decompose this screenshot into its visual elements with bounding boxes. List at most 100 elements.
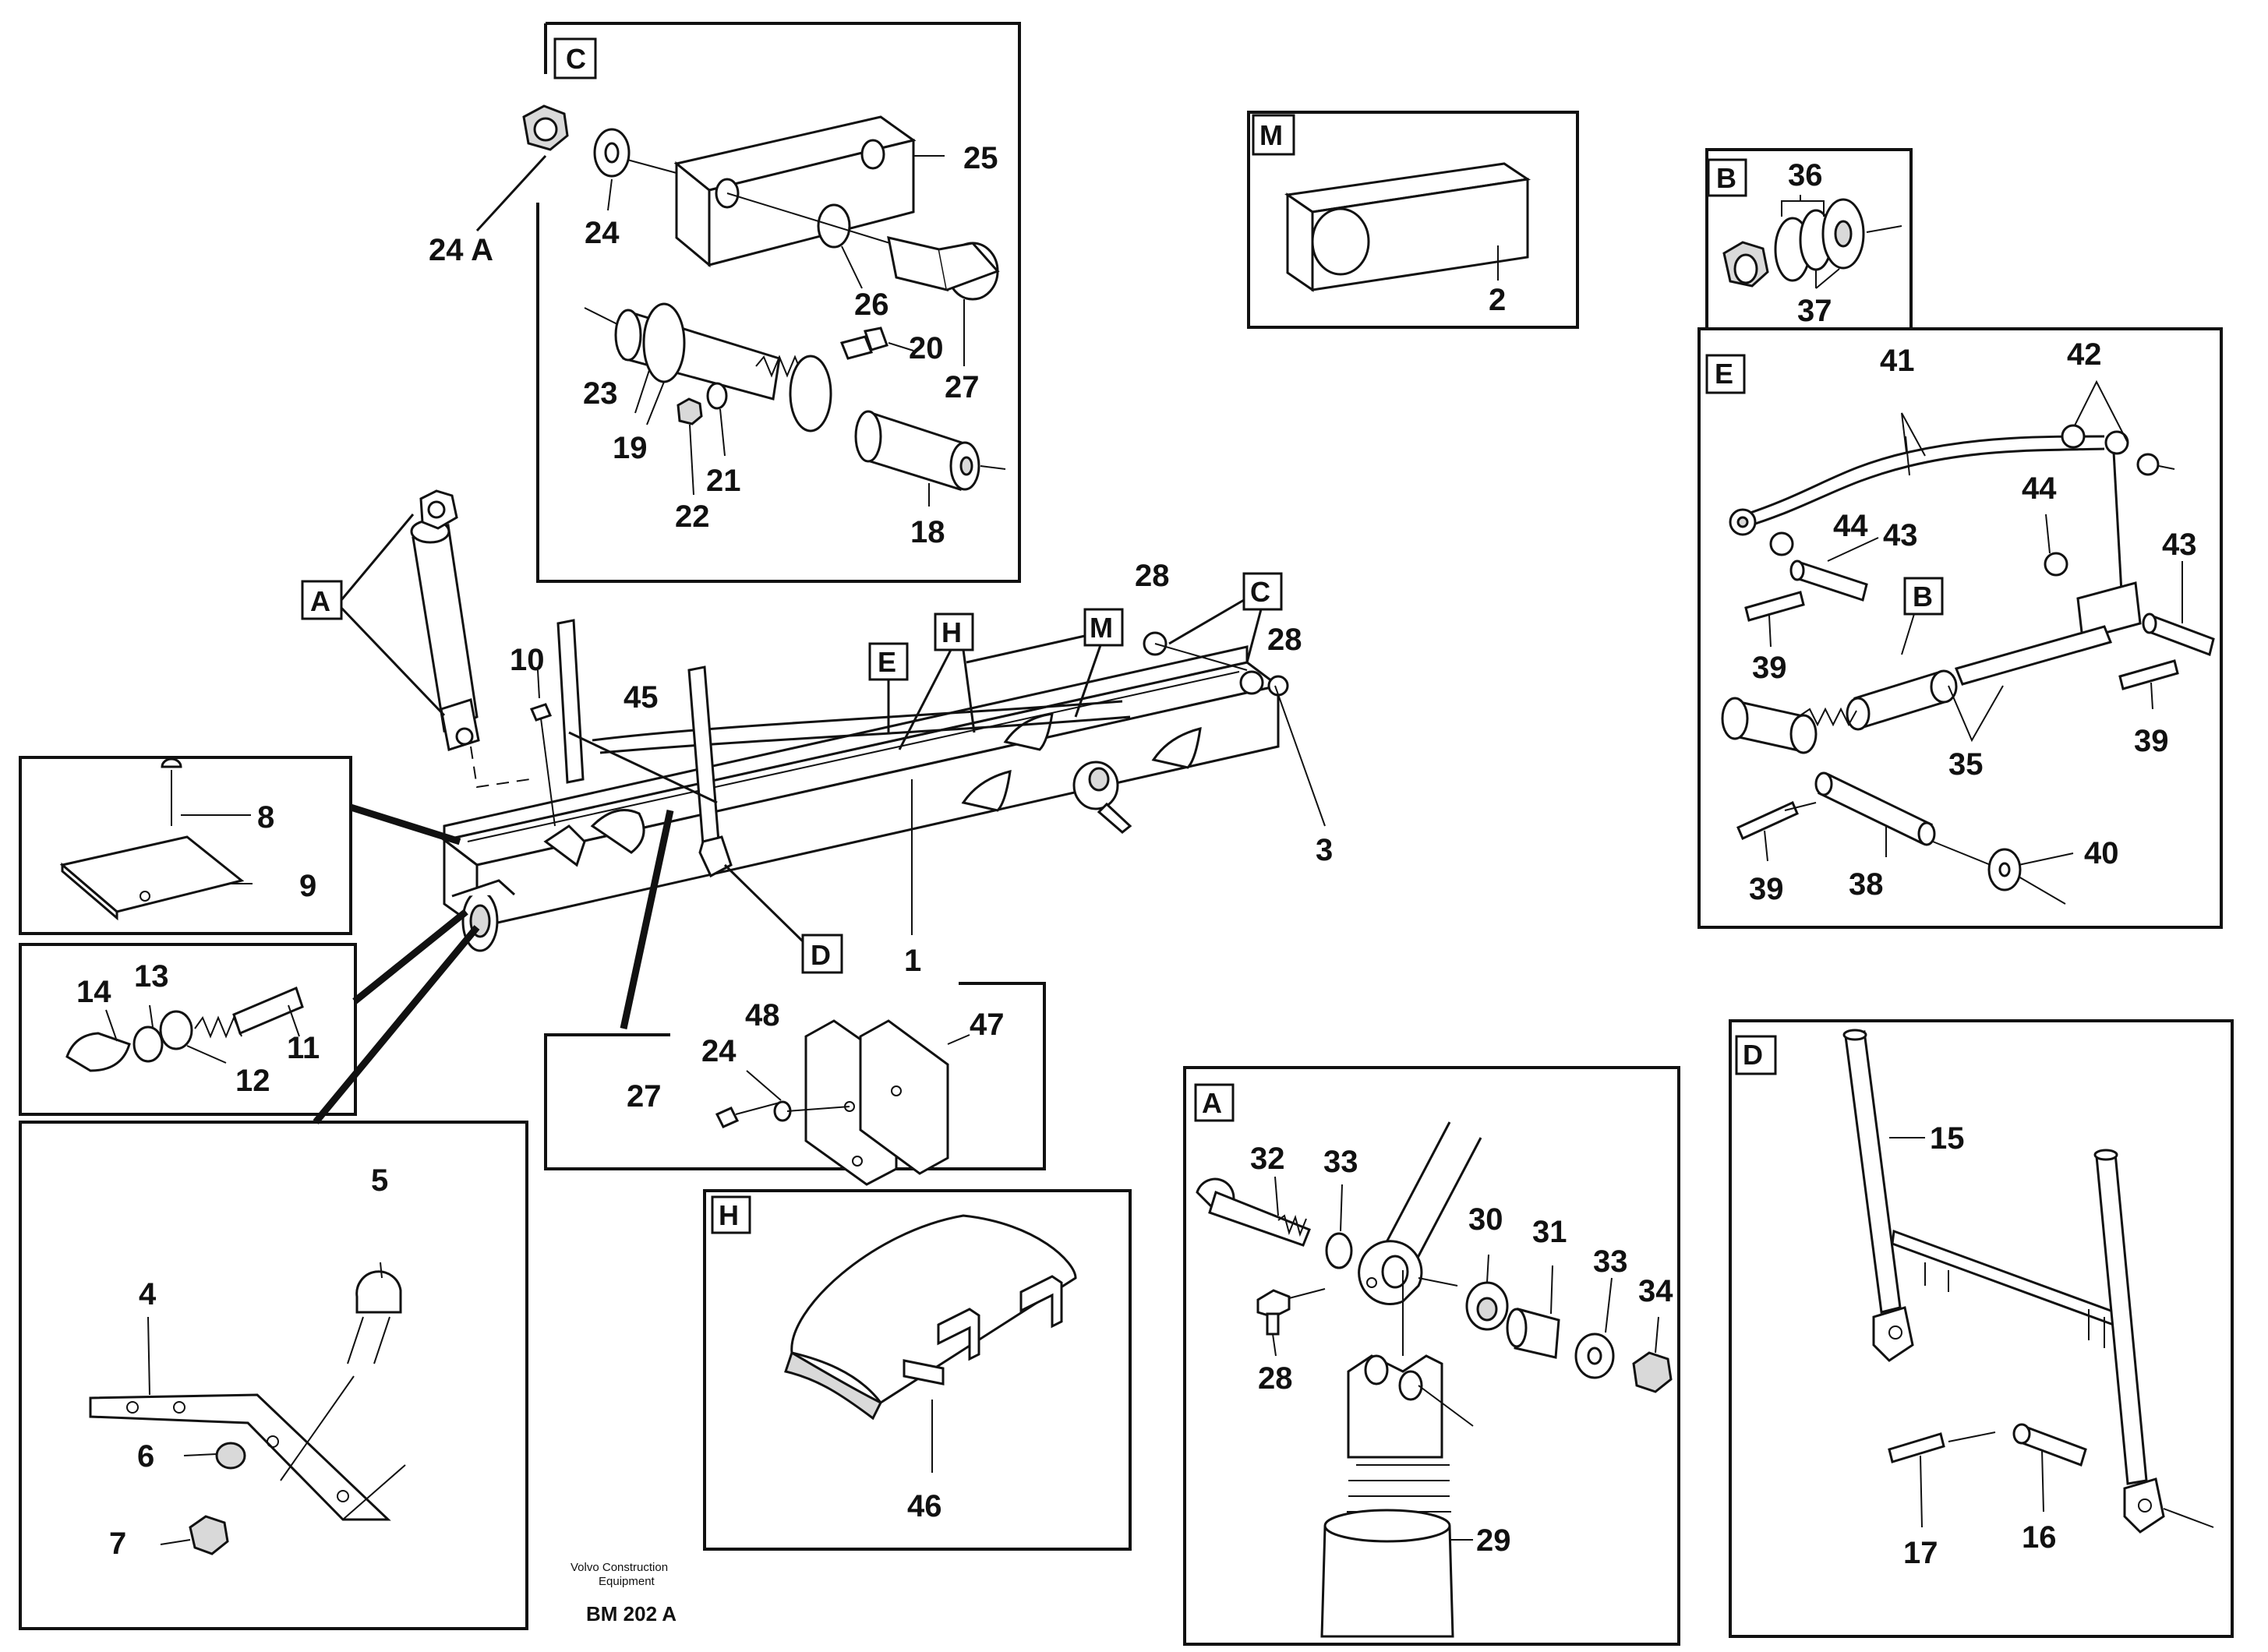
label-41: 41: [1880, 344, 1915, 378]
label-28b: 28: [1267, 623, 1302, 657]
label-19: 19: [613, 431, 648, 465]
label-27: 27: [945, 370, 980, 404]
label-44: 44: [1833, 509, 1868, 543]
part-bolt-10: [529, 703, 553, 722]
label-47: 47: [970, 1008, 1005, 1042]
leader-panel-4-7: [313, 925, 480, 1124]
label-10: 10: [510, 643, 545, 677]
label-24a: 24 A: [429, 233, 493, 267]
label-9: 9: [299, 869, 316, 903]
callout-tag-e-text: E: [878, 646, 896, 678]
label-24: 24: [585, 216, 620, 250]
part-end-14: [65, 1032, 131, 1072]
label-28c: 28: [1258, 1361, 1293, 1396]
panel-tag-a-text: A: [1202, 1087, 1222, 1119]
part-crossbar: [1891, 1229, 2129, 1332]
label-43b: 43: [2162, 528, 2197, 562]
part-bracket: [961, 769, 1012, 812]
panel-tag-b: [1707, 158, 1747, 197]
callout-tag-m: [1083, 608, 1124, 647]
part-nut-24a: [522, 104, 569, 151]
label-25: 25: [963, 141, 998, 175]
detail-panel-d: D: [1729, 1019, 2234, 1638]
detail-panel-b: B: [1705, 148, 1913, 329]
label-48: 48: [745, 998, 780, 1032]
label-43: 43: [1883, 518, 1918, 552]
part-washer-21: [706, 382, 728, 410]
part-screw-20: [839, 335, 874, 360]
callout-tag-c-text: C: [1250, 576, 1270, 608]
panel-tag-m-text: M: [1259, 119, 1283, 151]
part-ring: [789, 355, 832, 432]
part-pin-43: [1795, 561, 1868, 602]
detail-panel-m: M: [1247, 111, 1579, 329]
label-33b: 33: [1593, 1244, 1628, 1279]
label-35: 35: [1948, 747, 1984, 782]
label-23: 23: [583, 376, 618, 411]
part-washer-44: [1769, 531, 1794, 556]
detail-panel-bracket: [19, 1121, 528, 1630]
detail-panel-a: A: [1183, 1066, 1680, 1646]
panel-tag-a: [1194, 1083, 1235, 1122]
part-rod-35: [1954, 625, 2113, 686]
part-nut-7: [189, 1515, 229, 1555]
part-bolt-27b: [715, 1107, 740, 1128]
footer-brand-line2: Equipment: [599, 1575, 655, 1588]
part-washer-42: [2061, 424, 2086, 449]
label-27b: 27: [627, 1079, 662, 1114]
panel-tag-d-text: D: [1743, 1039, 1763, 1071]
footer: Volvo Construction Equipment BM 202 A: [571, 1561, 677, 1626]
label-15: 15: [1930, 1121, 1965, 1156]
panel-tag-e-text: E: [1715, 358, 1733, 390]
panel-tag-b-text: B: [1716, 162, 1736, 194]
label-21: 21: [706, 464, 741, 498]
panel-tag-h: [711, 1195, 751, 1234]
part-number-labels: 25 24 A 24 26 20 27 23 19 21 22 18 2 36 …: [76, 141, 2197, 1570]
label-34: 34: [1638, 1274, 1673, 1308]
panel-tag-c: [553, 37, 597, 79]
part-washer-6: [215, 1442, 246, 1470]
callout-tag-a-text: A: [310, 585, 330, 617]
part-cylinder-29: [1320, 1270, 1474, 1638]
detail-panel-e: E B: [1697, 327, 2223, 929]
callout-tag-d-text: D: [811, 939, 831, 971]
panel-tag-m: [1252, 114, 1295, 156]
part-lever-15: [1844, 1030, 1902, 1314]
label-31: 31: [1532, 1215, 1567, 1249]
label-12: 12: [235, 1064, 270, 1098]
label-18: 18: [910, 515, 945, 549]
part-lever: [556, 619, 585, 784]
label-39b: 39: [2134, 724, 2169, 758]
part-cover-46: [784, 1214, 1077, 1421]
label-4: 4: [139, 1277, 157, 1311]
part-cotter-17: [1888, 1432, 1945, 1463]
label-45: 45: [624, 680, 659, 715]
detail-panel-spacer: [544, 982, 1046, 1186]
part-washer-33: [1325, 1232, 1353, 1269]
detail-panel-cable-end: [19, 943, 357, 1116]
part-nut-22: [677, 397, 703, 425]
label-44b: 44: [2022, 471, 2057, 506]
label-38: 38: [1849, 867, 1884, 902]
label-14: 14: [76, 975, 111, 1009]
label-24b: 24: [701, 1034, 737, 1068]
part-cable-11: [232, 986, 304, 1036]
part-nipple-28: [1256, 1289, 1291, 1318]
label-26: 26: [854, 288, 889, 322]
label-20: 20: [909, 331, 944, 365]
callout-tag-m-text: M: [1090, 612, 1113, 644]
label-32: 32: [1250, 1142, 1285, 1176]
detail-panel-cover-plate: [19, 756, 352, 935]
part-nut-13: [132, 1025, 164, 1063]
callout-tag-h-text: H: [941, 616, 962, 648]
part-cable: [592, 700, 1123, 742]
label-13: 13: [134, 959, 169, 994]
label-1: 1: [904, 944, 921, 978]
label-37: 37: [1797, 294, 1832, 328]
part-bolt-5: [355, 1270, 402, 1314]
label-17: 17: [1903, 1536, 1938, 1570]
label-28: 28: [1135, 559, 1170, 593]
leader-panel-8-9: [349, 803, 461, 845]
part-pin-38: [1817, 773, 1934, 845]
part-cylinder: [410, 489, 480, 751]
